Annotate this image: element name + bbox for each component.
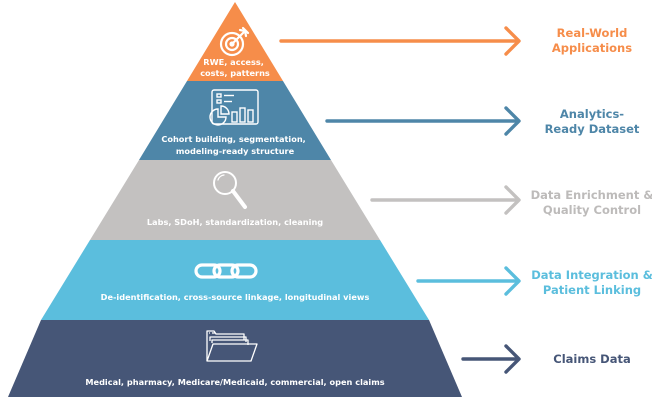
magnifier-icon xyxy=(213,171,247,209)
chain-link-icon xyxy=(194,263,258,279)
arrow-enrichment xyxy=(370,185,521,215)
label-line: Quality Control xyxy=(542,203,642,217)
label-data-enrichment: Data Enrichment & Quality Control xyxy=(517,188,652,218)
layer-description: RWE, access, costs, patterns xyxy=(200,57,270,78)
label-data-integration: Data Integration & Patient Linking xyxy=(517,268,652,298)
arrow-analytics xyxy=(325,106,521,136)
layer-enrichment: Labs, SDoH, standardization, cleaning xyxy=(90,160,380,240)
target-icon xyxy=(219,26,250,57)
layer-real-world: RWE, access, costs, patterns xyxy=(187,2,283,81)
arrow-claims xyxy=(461,344,521,374)
layer-description: De-identification, cross-source linkage,… xyxy=(101,292,370,302)
layer-shape xyxy=(8,320,462,397)
label-line: Applications xyxy=(551,41,633,55)
layer-description: Cohort building, segmentation, modeling-… xyxy=(161,134,308,156)
label-line: Real-World xyxy=(556,26,628,40)
label-line: Data Enrichment & xyxy=(530,188,652,202)
label-line: Analytics- xyxy=(559,107,625,121)
arrow-integration xyxy=(416,266,521,296)
layer-shape xyxy=(41,240,429,320)
label-line: Patient Linking xyxy=(542,283,642,297)
layer-analytics: Cohort building, segmentation, modeling-… xyxy=(139,81,331,160)
layer-description: Medical, pharmacy, Medicare/Medicaid, co… xyxy=(85,377,384,387)
label-real-world-applications: Real-World Applications xyxy=(517,26,652,56)
layer-integration: De-identification, cross-source linkage,… xyxy=(41,240,429,320)
label-line: Claims Data xyxy=(553,352,631,366)
layer-shape xyxy=(139,81,331,160)
folder-icon xyxy=(206,330,258,362)
dashboard-chart-icon xyxy=(209,89,259,126)
label-line: Data Integration & xyxy=(531,268,652,282)
label-claims-data: Claims Data xyxy=(517,352,652,367)
layer-shape xyxy=(90,160,380,240)
label-analytics-ready-dataset: Analytics- Ready Dataset xyxy=(517,107,652,137)
label-line: Ready Dataset xyxy=(544,122,640,136)
layer-description: Labs, SDoH, standardization, cleaning xyxy=(147,217,323,227)
arrow-real-world xyxy=(279,26,521,56)
layer-claims: Medical, pharmacy, Medicare/Medicaid, co… xyxy=(8,320,462,397)
